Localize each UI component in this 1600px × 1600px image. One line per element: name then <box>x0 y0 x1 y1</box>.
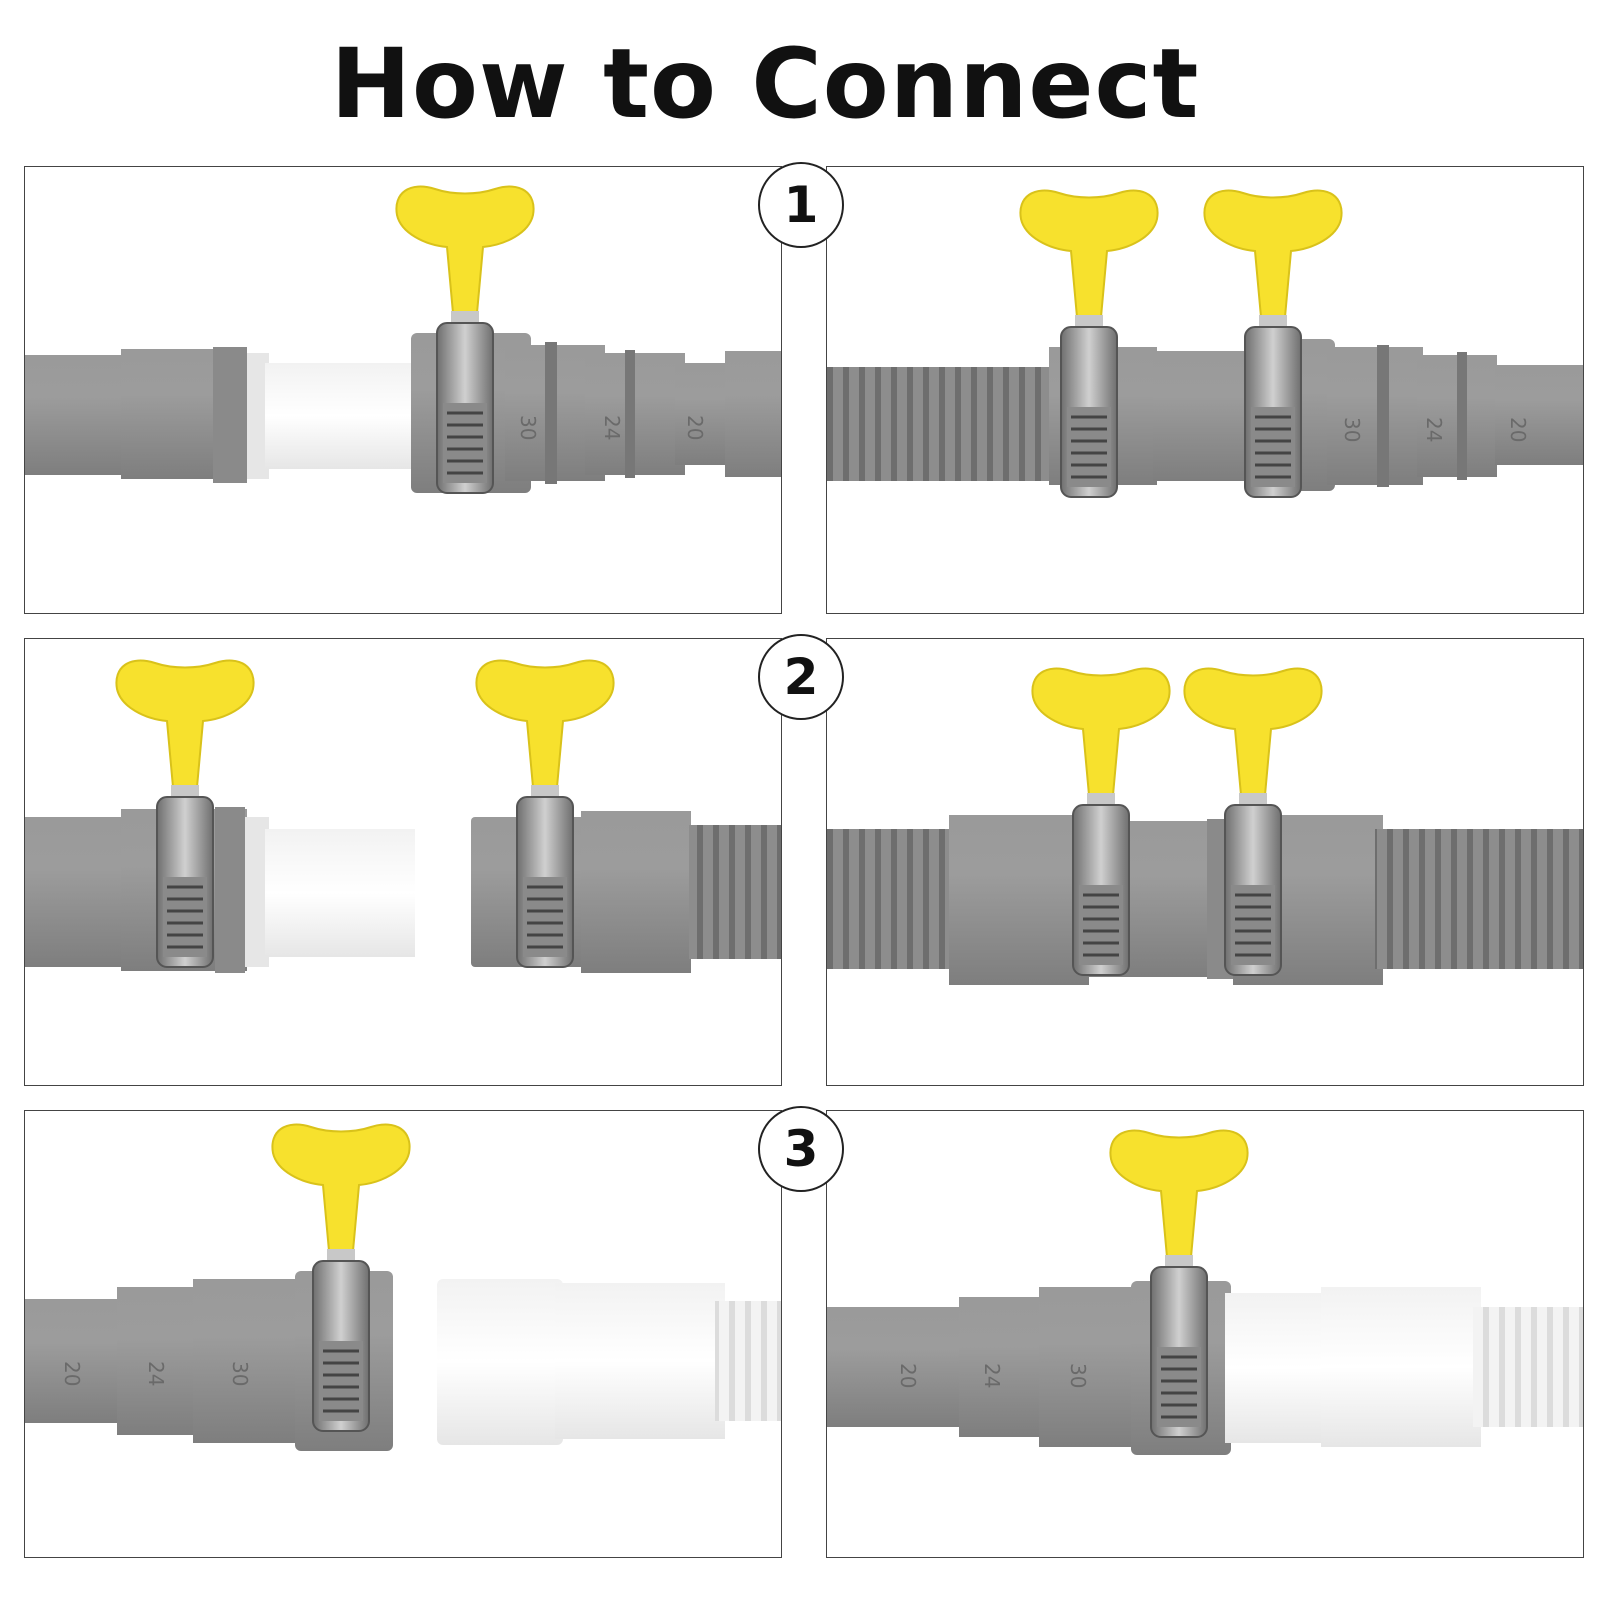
hose-marking-30: 30 <box>1340 417 1364 442</box>
step-2-badge: 2 <box>758 634 844 720</box>
hose-marking-20: 20 <box>1506 417 1530 442</box>
step-2-after-panel <box>826 638 1584 1086</box>
gray-drain-hose-icon <box>827 1307 967 1427</box>
hose-marking-20: 20 <box>896 1363 920 1388</box>
hose-marking-24: 24 <box>980 1363 1004 1388</box>
hose-marking-20: 20 <box>683 415 707 440</box>
step-3-before-illustration: 20 24 30 <box>25 1123 781 1451</box>
hose-marking-24: 24 <box>1422 417 1446 442</box>
hose-marking-24: 24 <box>144 1361 168 1386</box>
gray-drain-hose-icon <box>827 829 957 969</box>
gray-drain-hose-icon <box>25 1299 125 1423</box>
step-1-after-panel: 30 24 20 <box>826 166 1584 614</box>
gray-drain-hose-icon <box>25 355 125 475</box>
hose-marking-30: 30 <box>228 1361 252 1386</box>
step-3-after-illustration: 20 24 30 <box>827 1129 1583 1455</box>
step-3-before-panel: 20 24 30 <box>24 1110 782 1558</box>
white-adapter-icon <box>265 829 415 957</box>
step-2-before-illustration <box>25 659 781 973</box>
hose-marking-20: 20 <box>60 1361 84 1386</box>
step-1-before-illustration: 30 24 20 <box>25 185 781 495</box>
white-adapter-icon <box>437 1279 563 1445</box>
hose-marking-30: 30 <box>1066 1363 1090 1388</box>
step-2-before-panel <box>24 638 782 1086</box>
step-3-badge: 3 <box>758 1106 844 1192</box>
gray-drain-hose-icon <box>827 367 1057 481</box>
step-3-after-panel: 20 24 30 <box>826 1110 1584 1558</box>
step-1-after-illustration: 30 24 20 <box>827 189 1583 499</box>
gray-drain-hose-icon <box>25 817 125 967</box>
step-1-before-panel: 30 24 20 <box>24 166 782 614</box>
white-adapter-icon <box>1225 1293 1325 1443</box>
hose-marking-24: 24 <box>600 415 624 440</box>
step-2-after-illustration <box>827 667 1583 985</box>
hose-marking-30: 30 <box>516 415 540 440</box>
page-title: How to Connect <box>330 28 1200 140</box>
white-adapter-icon <box>265 363 415 469</box>
step-1-badge: 1 <box>758 162 844 248</box>
